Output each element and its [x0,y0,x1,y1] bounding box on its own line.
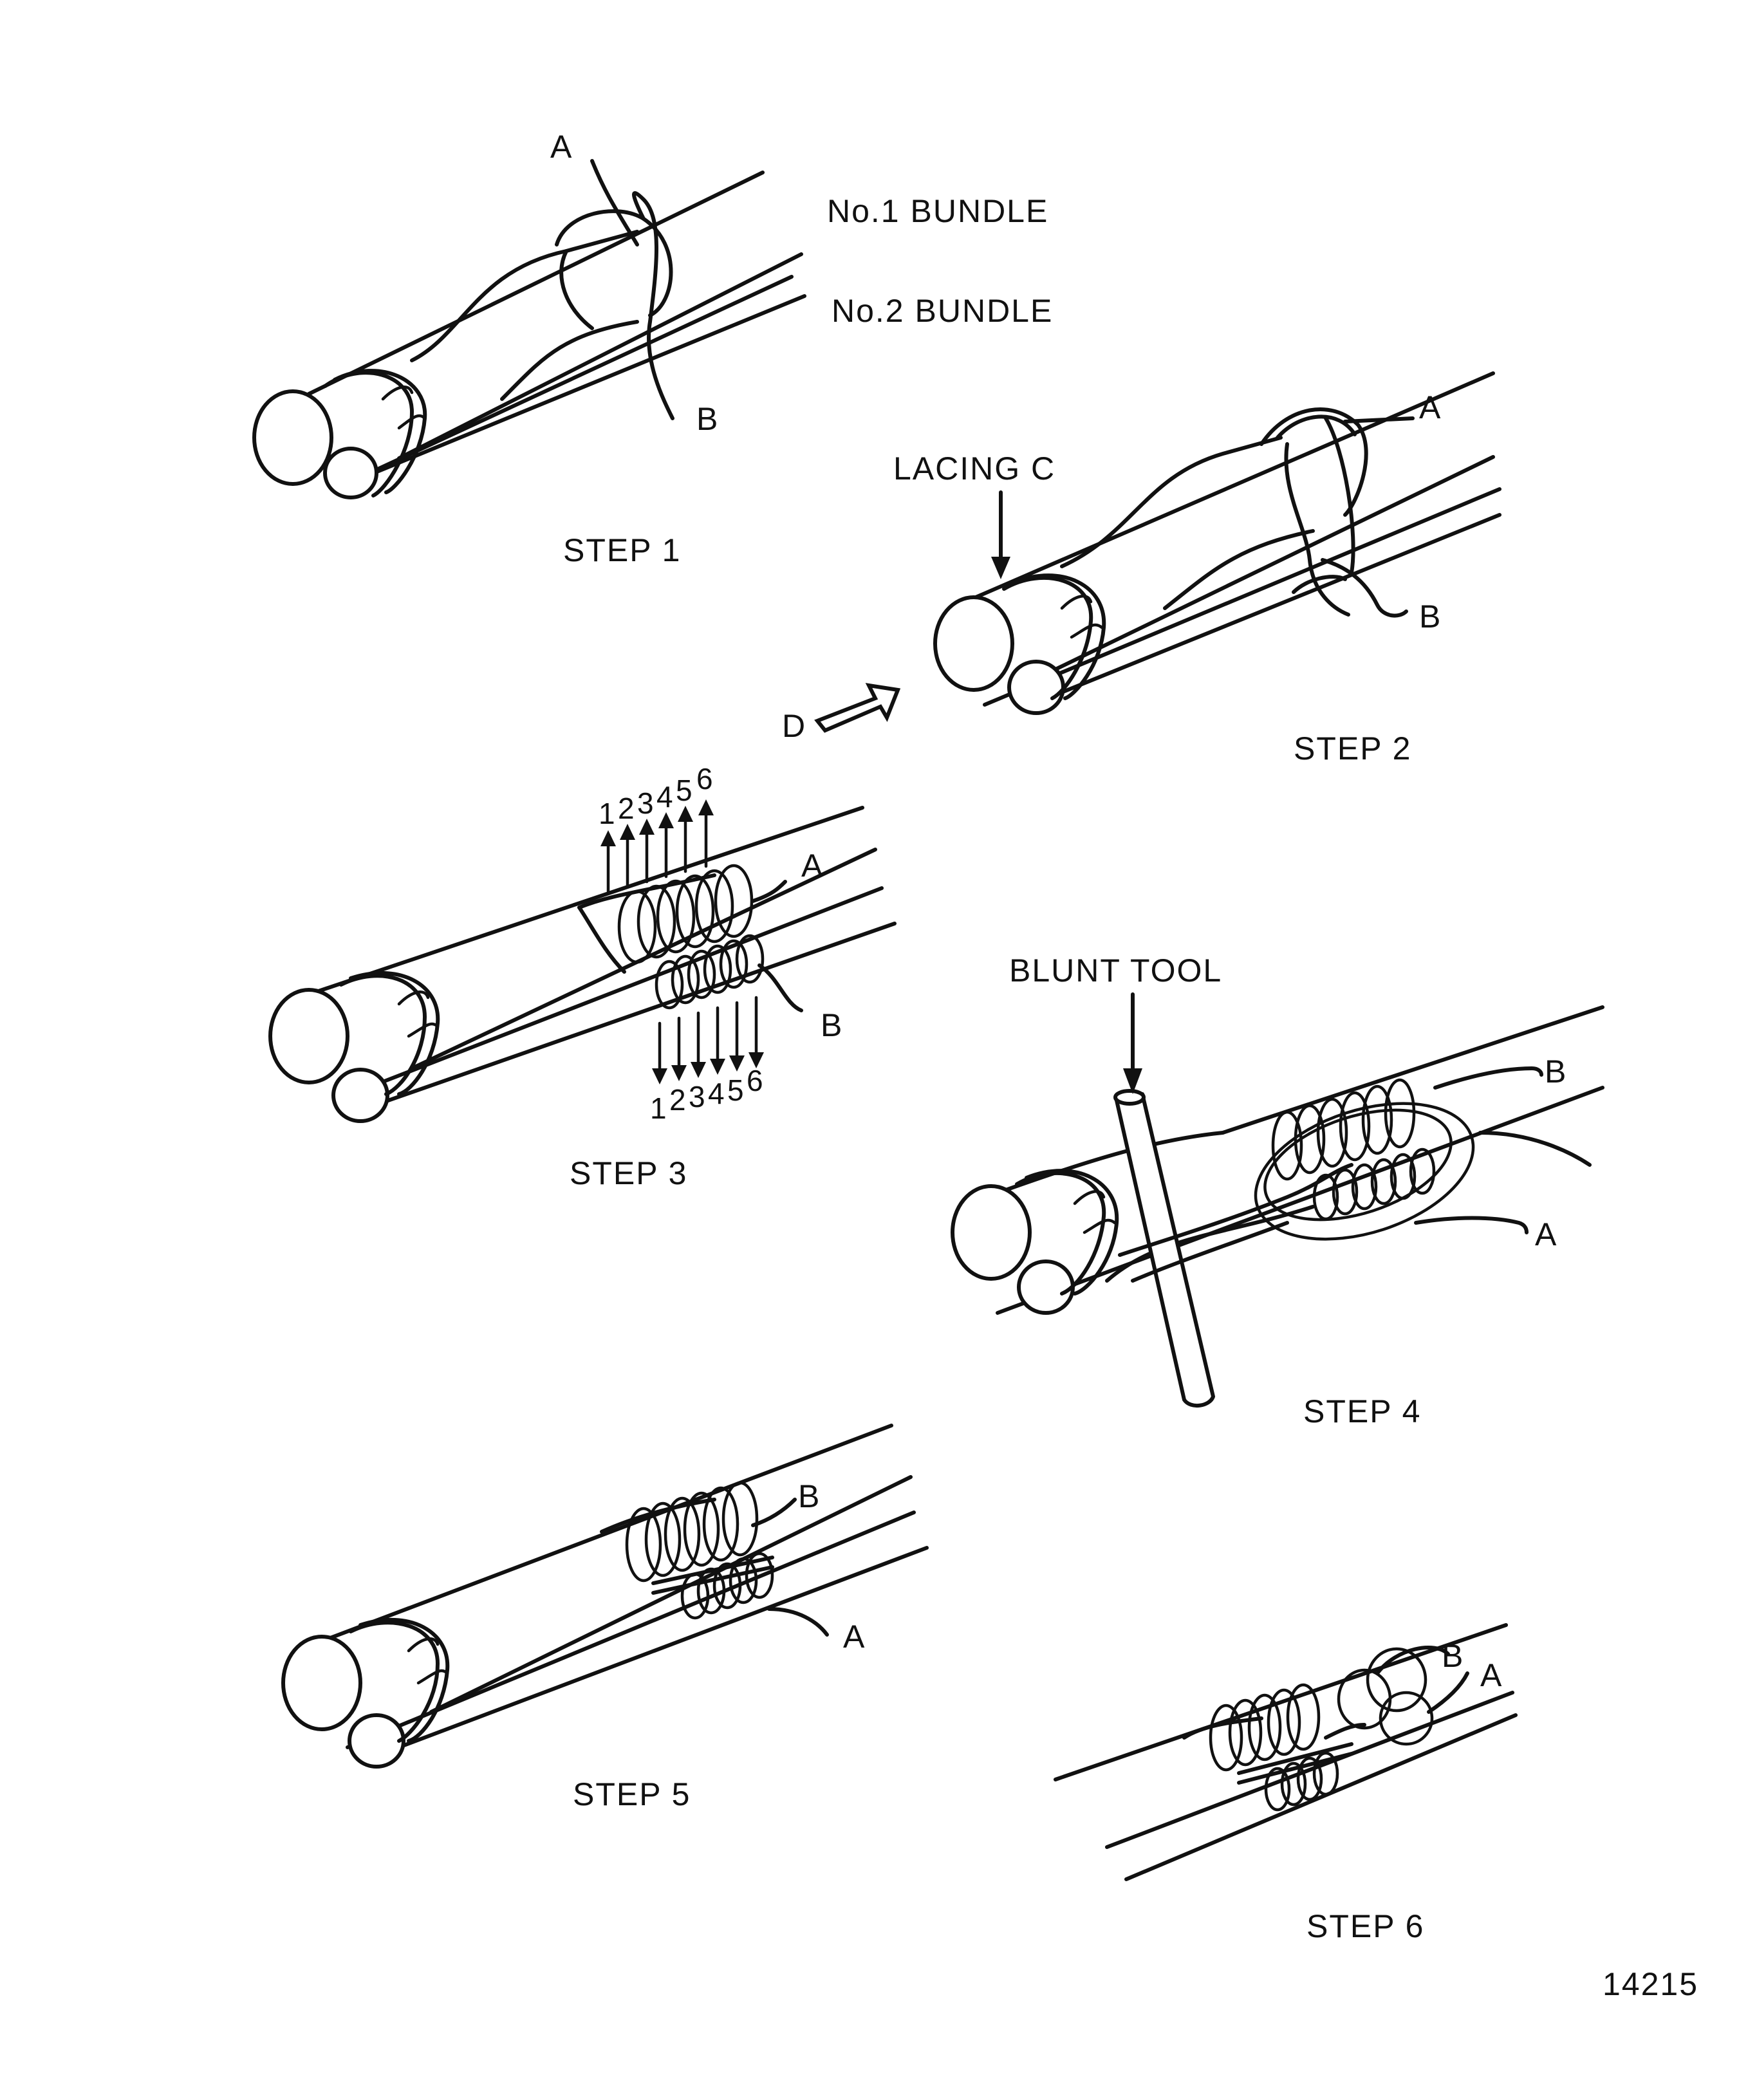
up-number-5: 5 [676,774,693,807]
step4-coil-wraps [1271,1078,1436,1221]
down-number-labels: 1 2 3 4 5 6 [650,1064,763,1125]
up-number-labels: 1 2 3 4 5 6 [599,762,713,830]
step1-label-a: A [550,129,573,165]
down-arrows [652,996,764,1084]
up-number-4: 4 [656,780,673,813]
direction-d-arrow [814,683,901,733]
figure-number: 14215 [1603,1966,1698,2002]
blunt-tool-arrow [1123,992,1142,1094]
step3-label-b: B [821,1007,843,1043]
down-number-4: 4 [708,1077,725,1110]
step2-label-a: A [1419,389,1442,425]
down-number-6: 6 [747,1064,763,1097]
down-number-3: 3 [689,1080,705,1113]
step6-label-b: B [1442,1638,1464,1674]
down-number-1: 1 [650,1092,667,1125]
step1-label-b: B [696,401,719,437]
up-number-3: 3 [637,786,654,820]
blunt-tool-label: BLUNT TOOL [1009,952,1222,989]
step4-caption: STEP 4 [1303,1393,1421,1429]
coil-wraps-lower [655,934,765,1010]
step3-illustration [268,799,897,1123]
down-number-5: 5 [727,1073,744,1107]
step2-caption: STEP 2 [1294,730,1411,767]
step4-illustration [951,1005,1604,1408]
step5-label-a: A [843,1619,866,1655]
step5-coil-wraps [625,1481,774,1620]
step6-coil-wraps [1209,1683,1339,1812]
lacing-c-label: LACING C [893,451,1055,487]
up-number-1: 1 [599,797,615,830]
step1-illustration [252,159,806,499]
step4-label-b: B [1545,1054,1567,1090]
bundle2-label: No.2 BUNDLE [832,293,1053,329]
down-number-2: 2 [669,1083,686,1117]
up-arrows [600,799,714,893]
step5-label-b: B [798,1478,821,1514]
step5-caption: STEP 5 [573,1776,691,1812]
step3-label-a: A [801,848,824,884]
step6-illustration [1054,1623,1518,1881]
up-number-2: 2 [618,792,635,825]
step4-label-a: A [1535,1216,1557,1252]
bundle1-label: No.1 BUNDLE [827,193,1048,229]
step6-caption: STEP 6 [1306,1908,1424,1944]
label-d: D [782,708,806,744]
up-number-6: 6 [696,762,713,795]
step2-label-b: B [1419,599,1442,635]
step5-illustration [281,1424,929,1769]
lacing-c-arrow [991,490,1010,579]
step1-caption: STEP 1 [563,532,681,568]
step3-caption: STEP 3 [570,1155,687,1191]
step6-label-a: A [1480,1657,1503,1693]
step2-illustration [933,371,1501,715]
